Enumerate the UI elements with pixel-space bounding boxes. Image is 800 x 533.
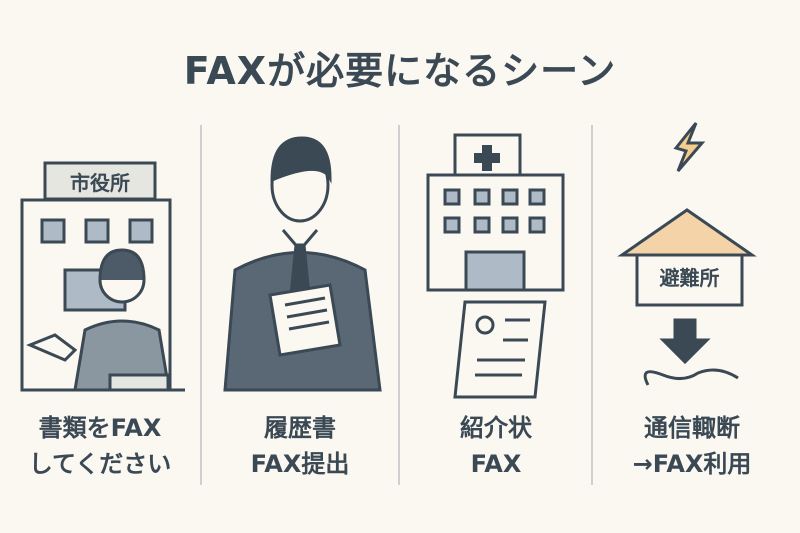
hospital-illustration [426, 133, 565, 399]
caption-resume: 履歴書 FAX提出 [200, 410, 400, 482]
caption-line: 通信輙断 [644, 414, 740, 442]
divider [398, 125, 400, 485]
caption-line: 履歴書 [264, 414, 336, 442]
caption-line: してください [28, 450, 172, 478]
city-hall-sign: 市役所 [70, 171, 130, 195]
shelter-illustration [617, 122, 757, 386]
city-hall-illustration [20, 161, 185, 392]
divider [200, 125, 202, 485]
job-applicant-illustration [223, 136, 382, 392]
caption-city-hall: 書類をFAX してください [0, 410, 200, 482]
caption-line: FAX [470, 450, 522, 478]
caption-referral: 紹介状 FAX [396, 410, 596, 482]
shelter-sign: 避難所 [659, 266, 720, 290]
caption-line: FAX提出 [250, 450, 350, 478]
caption-line: 書類をFAX [38, 414, 162, 442]
caption-line: 紹介状 [460, 414, 532, 442]
caption-line: →FAX利用 [632, 450, 752, 478]
page-title: FAXが必要になるシーン [183, 49, 617, 93]
divider [591, 125, 593, 485]
caption-shelter: 通信輙断 →FAX利用 [592, 410, 792, 482]
scene-illustrations [20, 122, 757, 399]
